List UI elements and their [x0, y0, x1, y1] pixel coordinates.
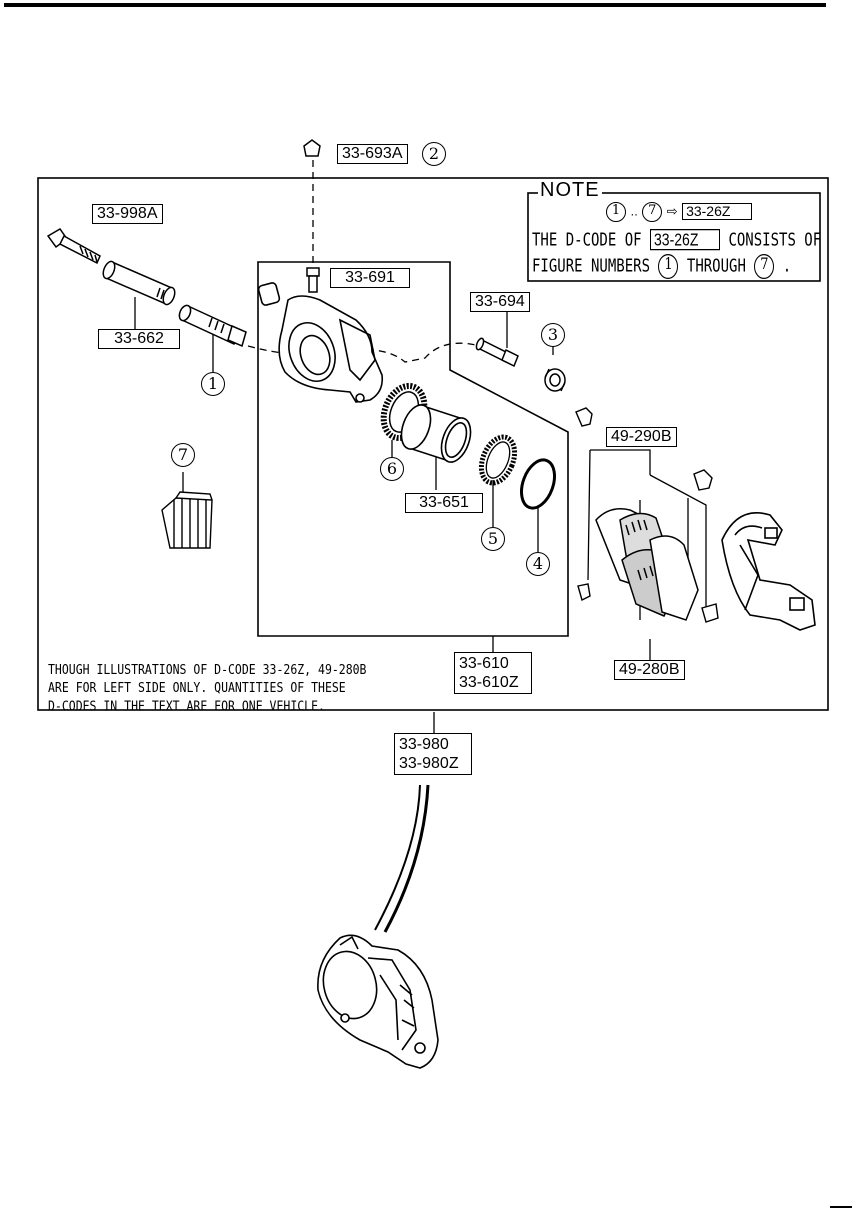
top-rule — [4, 3, 826, 7]
disclaimer-text: THOUGH ILLUSTRATIONS OF D-CODE 33-26Z, 4… — [48, 660, 367, 715]
figure-number-6: 6 — [380, 457, 404, 481]
disclaimer-line-3: D-CODES IN THE TEXT ARE FOR ONE VEHICLE. — [48, 697, 325, 715]
figure-number-5: 5 — [481, 527, 505, 551]
label-33-693A: 33-693A — [337, 144, 408, 164]
note-line-2-to: 7 — [754, 254, 775, 279]
note-line-1: THE D-CODE OF 33-26Z CONSISTS OF — [532, 229, 822, 251]
bleeder-cap-33-691 — [306, 267, 320, 293]
piston-seal-part-5 — [478, 434, 518, 486]
o-ring-part-4 — [520, 458, 556, 510]
arrow-right-icon: ⇨ — [666, 204, 678, 220]
guide-pin-part-1 — [178, 304, 247, 348]
label-33-980-group: 33-980 33-980Z — [394, 733, 472, 775]
guide-sleeve-33-662 — [102, 260, 176, 306]
label-33-694: 33-694 — [470, 292, 530, 312]
disclaimer-line-2: ARE FOR LEFT SIDE ONLY. QUANTITIES OF TH… — [48, 679, 346, 696]
piston-33-651 — [400, 403, 472, 464]
note-range-row: 1 ‥ 7 ⇨ 33-26Z — [606, 202, 753, 222]
brake-pads-49-280B — [595, 508, 699, 621]
label-33-651: 33-651 — [405, 493, 483, 513]
assembled-caliper-illustration — [317, 784, 439, 1069]
disclaimer-line-1: THOUGH ILLUSTRATIONS OF D-CODE 33-26Z, 4… — [48, 661, 367, 678]
figure-number-1: 1 — [201, 372, 225, 396]
figure-number-3: 3 — [541, 323, 565, 347]
note-range-dash: ‥ — [630, 205, 638, 219]
label-33-610: 33-610 — [459, 655, 509, 672]
label-33-691: 33-691 — [330, 268, 410, 288]
label-33-998A: 33-998A — [92, 204, 163, 224]
label-49-280B: 49-280B — [614, 660, 685, 680]
note-frame — [527, 192, 821, 282]
label-49-290B: 49-290B — [606, 427, 677, 447]
boot-kit-part-7 — [161, 491, 213, 549]
caliper-body — [257, 282, 384, 403]
note-range-to: 7 — [642, 202, 663, 222]
label-33-610-group: 33-610 33-610Z — [454, 652, 532, 694]
page-mark — [830, 1206, 852, 1208]
bolt-33-998A — [46, 228, 101, 265]
note-title: NOTE — [538, 179, 602, 202]
note-line-2: FIGURE NUMBERS 1 THROUGH 7 . — [532, 254, 791, 279]
label-33-662: 33-662 — [98, 329, 180, 349]
nut-part-3 — [544, 368, 566, 392]
note-range-from: 1 — [606, 202, 626, 222]
figure-number-4: 4 — [526, 552, 550, 576]
label-33-980Z: 33-980Z — [399, 755, 459, 772]
pad-clips — [575, 407, 719, 623]
note-range-code: 33-26Z — [682, 203, 753, 221]
label-33-610Z: 33-610Z — [459, 674, 519, 691]
bolt-33-694 — [475, 337, 519, 368]
figure-number-2: 2 — [422, 142, 446, 166]
bleeder-screw-33-693A — [303, 139, 321, 157]
caliper-bracket — [721, 511, 816, 631]
note-line-1-code: 33-26Z — [650, 229, 721, 251]
note-line-2-from: 1 — [658, 254, 679, 279]
label-33-980: 33-980 — [399, 736, 449, 753]
figure-number-7: 7 — [171, 443, 195, 467]
main-frame — [37, 177, 829, 711]
caliper-subassembly-frame — [257, 261, 569, 637]
